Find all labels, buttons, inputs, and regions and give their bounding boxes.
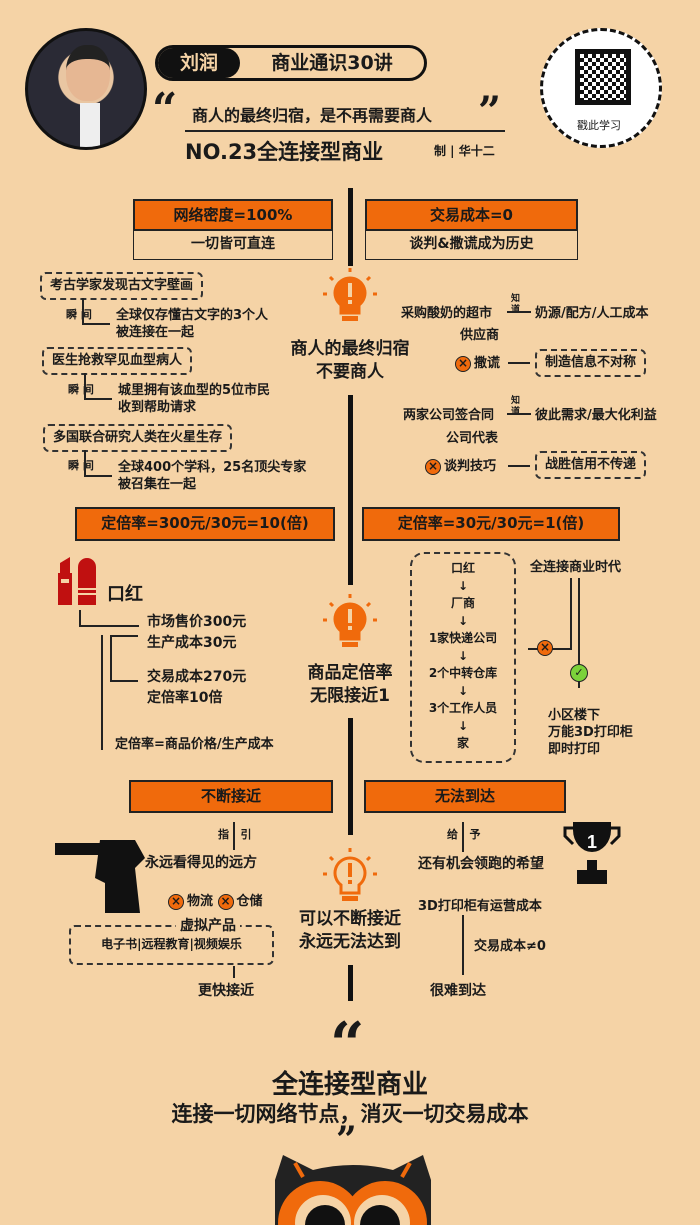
case-knows: 奶源/配方/人工成本 bbox=[535, 306, 649, 321]
case-tactic: ×谈判技巧 bbox=[425, 455, 496, 475]
example-event: 考古学家发现古文字壁画 bbox=[40, 272, 204, 300]
lesson-title: NO.23全连接型商业 bbox=[185, 140, 384, 164]
cross-icon: × bbox=[217, 893, 234, 910]
case-result: 制造信息不对称 bbox=[535, 349, 647, 377]
example-result: 全球仅存懂古文字的3个人 bbox=[116, 308, 269, 323]
credit: 制 | 华十二 bbox=[434, 144, 495, 158]
knows-tag: 知道 bbox=[511, 396, 521, 417]
center-caption: 商人的最终归宿不要商人 bbox=[290, 339, 410, 382]
author-name: 刘润 bbox=[158, 48, 240, 78]
center-line bbox=[348, 965, 353, 1001]
print-result: 小区楼下万能3D打印柜即时打印 bbox=[548, 708, 633, 757]
case-who: 采购酸奶的超市 bbox=[401, 306, 493, 321]
chain-step: 3个工作人员 bbox=[428, 701, 498, 715]
case-actor: 公司代表 bbox=[446, 431, 499, 446]
case-actor: 供应商 bbox=[460, 328, 500, 343]
virtual-products-label: 虚拟产品 bbox=[176, 915, 240, 935]
footer-title: 全连接型商业 bbox=[271, 1070, 428, 1100]
example-result: 收到帮助请求 bbox=[118, 400, 197, 415]
center-line bbox=[348, 188, 353, 266]
unreachable-box: 无法到达 bbox=[364, 780, 566, 813]
header-divider bbox=[185, 130, 505, 132]
owl-mascot-icon bbox=[275, 1155, 431, 1225]
logistics-storage: ×物流 ×仓储 bbox=[168, 890, 263, 910]
qr-label: 戳此学习 bbox=[577, 119, 621, 132]
close-quote-mark: ” bbox=[336, 1119, 357, 1161]
market-price: 市场售价300元 bbox=[147, 614, 247, 630]
lead-hope: 还有机会领跑的希望 bbox=[418, 856, 544, 872]
guide-tag: 指 引 bbox=[218, 828, 252, 841]
series-title: 商业通识30讲 bbox=[271, 52, 393, 74]
no-lying-box: 谈判&撒谎成为历史 bbox=[365, 230, 578, 260]
header-quote: 商人的最终归宿，是不再需要商人 bbox=[192, 106, 433, 125]
production-cost: 生产成本30元 bbox=[147, 635, 237, 651]
cross-icon: × bbox=[168, 893, 184, 910]
instant-tag: 瞬 间 bbox=[68, 383, 94, 396]
case-who: 两家公司签合同 bbox=[403, 408, 495, 423]
case-tactic: ×撒谎 bbox=[455, 352, 500, 372]
open-quote-mark: “ bbox=[152, 84, 178, 135]
markup-ratio-10-box: 定倍率=300元/30元=10(倍) bbox=[75, 507, 335, 541]
faster-approach: 更快接近 bbox=[198, 983, 254, 999]
lipstick-icon bbox=[58, 557, 96, 605]
series-pill: 刘润 商业通识30讲 bbox=[155, 45, 427, 81]
knows-tag: 知道 bbox=[511, 294, 521, 315]
example-result: 被召集在一起 bbox=[118, 477, 197, 492]
instant-tag: 瞬 间 bbox=[68, 459, 94, 472]
virtual-products-box: 电子书|远程教育|视频娱乐 bbox=[69, 925, 274, 965]
lightbulb-icon bbox=[323, 268, 377, 321]
qr-code-icon bbox=[575, 49, 631, 105]
cross-icon: × bbox=[455, 355, 471, 372]
open-quote-mark: “ bbox=[330, 1010, 365, 1080]
instant-tag: 瞬 间 bbox=[66, 308, 92, 321]
case-knows: 彼此需求/最大化利益 bbox=[535, 408, 657, 423]
chain-step: 口红 bbox=[450, 561, 475, 575]
era-label: 全连接商业时代 bbox=[530, 560, 622, 575]
example-result: 被连接在一起 bbox=[116, 325, 195, 340]
supply-chain-box: 口红↓ 厂商↓ 1家快递公司↓ 2个中转仓库↓ 3个工作人员↓ 家 bbox=[410, 552, 516, 763]
ratio-value: 定倍率10倍 bbox=[147, 690, 223, 706]
approaching-box: 不断接近 bbox=[129, 780, 333, 813]
direct-connect-box: 一切皆可直连 bbox=[133, 230, 333, 260]
qr-bubble[interactable]: 戳此学习 bbox=[540, 28, 662, 148]
case-result: 战胜信用不传递 bbox=[535, 451, 647, 479]
printer-cost: 3D打印柜有运营成本 bbox=[418, 899, 542, 914]
center-caption: 可以不断接近永远无法达到 bbox=[299, 909, 401, 952]
lightbulb-icon bbox=[323, 848, 377, 901]
give-tag: 给 予 bbox=[447, 828, 481, 841]
close-quote-mark: ” bbox=[478, 88, 502, 135]
distant-view: 永远看得见的远方 bbox=[145, 855, 257, 871]
cross-icon: × bbox=[537, 640, 553, 656]
center-line bbox=[348, 395, 353, 585]
example-result: 城里拥有该血型的5位市民 bbox=[118, 383, 271, 398]
hard-to-reach: 很难到达 bbox=[430, 983, 486, 999]
center-caption: 商品定倍率无限接近1 bbox=[307, 663, 393, 706]
chain-step: 2个中转仓库 bbox=[428, 666, 498, 680]
example-event: 医生抢救罕见血型病人 bbox=[42, 347, 193, 375]
markup-ratio-1-box: 定倍率=30元/30元=1(倍) bbox=[362, 507, 620, 541]
product-label: 口红 bbox=[107, 584, 143, 605]
example-event: 多国联合研究人类在火星生存 bbox=[43, 424, 233, 452]
trade-cost: 交易成本270元 bbox=[147, 669, 247, 685]
ratio-formula: 定倍率=商品价格/生产成本 bbox=[115, 737, 274, 752]
check-icon: ✓ bbox=[570, 664, 588, 682]
lightbulb-icon bbox=[323, 594, 377, 647]
chain-step: 厂商 bbox=[450, 596, 475, 610]
trophy-number: 1 bbox=[587, 832, 597, 852]
center-line bbox=[348, 718, 353, 835]
chain-step: 家 bbox=[456, 736, 469, 750]
trophy-icon: 1 bbox=[563, 822, 621, 884]
trade-cost-nonzero: 交易成本≠0 bbox=[474, 939, 546, 954]
telescope-person-icon bbox=[55, 840, 145, 913]
transaction-cost-box: 交易成本=0 bbox=[365, 199, 578, 231]
footer-subtitle: 连接一切网络节点，消灭一切交易成本 bbox=[171, 1102, 529, 1126]
network-density-box: 网络密度=100% bbox=[133, 199, 333, 231]
cross-icon: × bbox=[425, 458, 441, 475]
chain-step: 1家快递公司 bbox=[428, 631, 498, 645]
author-avatar bbox=[25, 28, 147, 150]
example-result: 全球400个学科，25名顶尖专家 bbox=[118, 460, 307, 475]
